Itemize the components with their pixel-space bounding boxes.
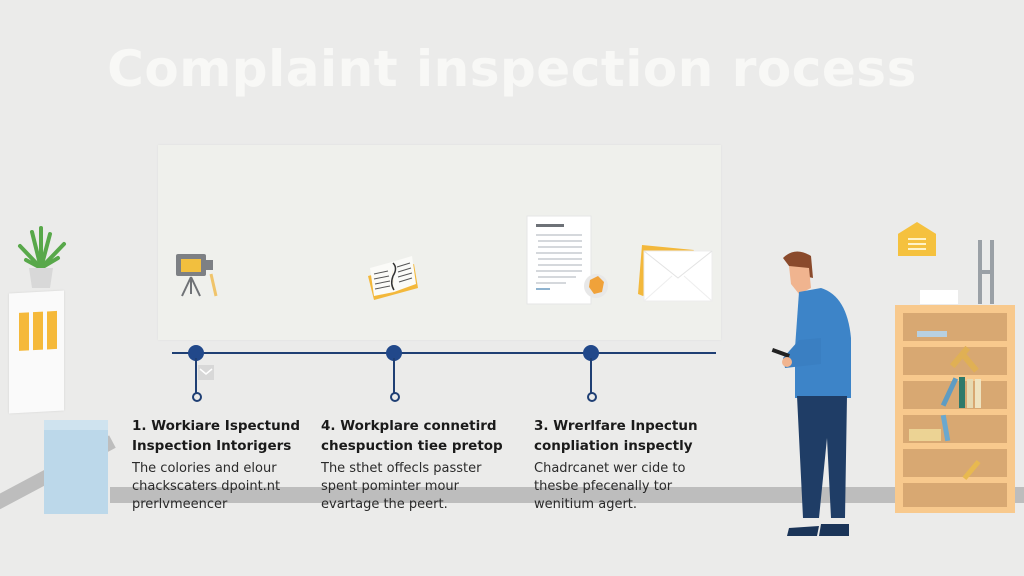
envelope-icon	[638, 245, 713, 302]
timeline-stem-3	[590, 358, 592, 398]
step-2-heading-line1: 4. Workplare connetird	[321, 418, 497, 434]
step-3-heading-line2: conpliation inspectly	[534, 438, 693, 454]
step-3-heading-line1: 3. Wrerlfare Inpectun	[534, 418, 698, 434]
small-mail-icon	[198, 365, 214, 380]
book	[917, 331, 947, 337]
step-2: 4. Workplare connetird chespuction tiee …	[321, 416, 511, 514]
timeline-stem-2	[393, 358, 395, 398]
timeline-stem-1	[195, 358, 197, 398]
book	[967, 379, 973, 408]
timeline-stem-end-1	[192, 392, 202, 402]
timeline-node-1[interactable]	[188, 345, 204, 361]
person-illustration	[771, 251, 851, 536]
camera-tripod-icon	[176, 254, 218, 297]
step-2-heading-line2: chespuction tiee pretop	[321, 438, 503, 454]
step-1-heading-line2: Inspection Intorigers	[132, 438, 292, 454]
book	[959, 377, 965, 408]
timeline-node-3[interactable]	[583, 345, 599, 361]
bookshelf	[895, 305, 1015, 513]
whiteboard	[158, 145, 721, 340]
wall-poster	[9, 290, 64, 414]
book	[975, 379, 981, 408]
floor-band	[110, 487, 1024, 503]
open-book-icon	[368, 256, 418, 300]
document-icon	[526, 215, 608, 305]
timeline-stem-end-3	[587, 392, 597, 402]
step-1-heading-line1: 1. Workiare Ispectund	[132, 418, 301, 434]
paper-stack	[920, 290, 958, 304]
page-title: Complaint inspection rocess	[107, 40, 917, 98]
plant-icon	[18, 226, 66, 288]
timeline-node-2[interactable]	[386, 345, 402, 361]
step-3: 3. Wrerlfare Inpectun conpliation inspec…	[534, 416, 724, 514]
timeline-stem-end-2	[390, 392, 400, 402]
book	[909, 429, 941, 441]
timeline-track	[172, 352, 716, 354]
step-1: 1. Workiare Ispectund Inspection Intorig…	[132, 416, 322, 514]
storage-bin	[44, 420, 108, 514]
